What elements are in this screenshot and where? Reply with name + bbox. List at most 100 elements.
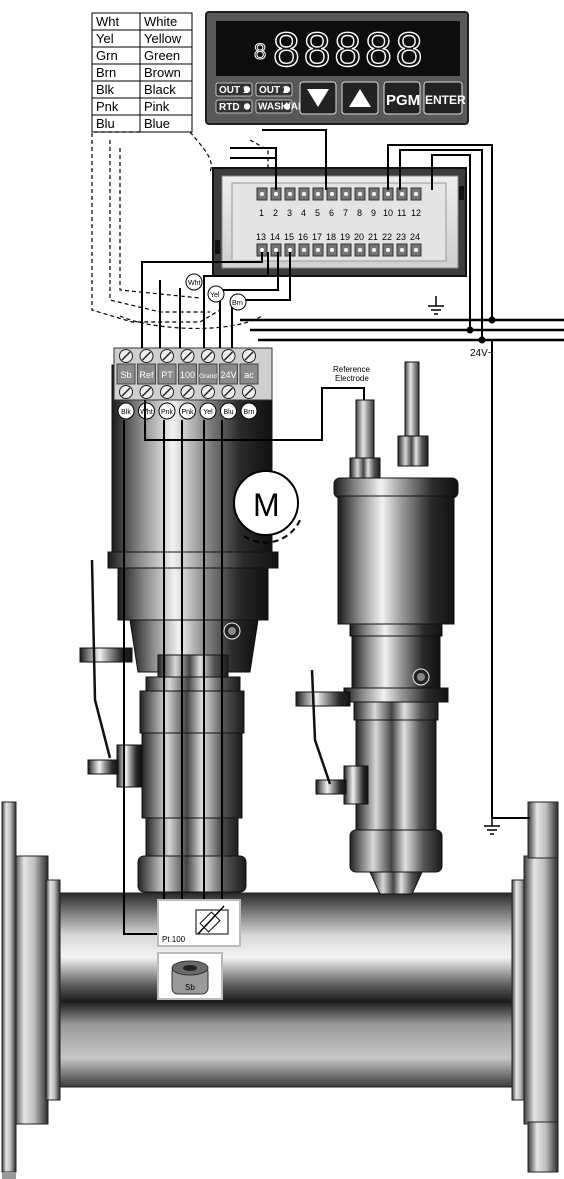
connector-screw-slot [121, 351, 131, 361]
terminal-screw-head [274, 192, 278, 196]
terminal-screw-head [288, 192, 292, 196]
wire-tag-circle [240, 402, 258, 420]
connector-screw-slot [121, 387, 131, 397]
wire-tag-brn: Brn [232, 300, 243, 307]
legend-code: Blu [96, 116, 115, 131]
reference-electrode-label-line2: Electrode [335, 374, 369, 383]
enter-button[interactable]: ENTER [423, 81, 466, 115]
connector-label-plate [157, 363, 177, 385]
right-sensor [295, 361, 459, 895]
terminal-screw-head [260, 248, 264, 252]
upper-wire-tags: Wht Yel Brn [185, 273, 247, 311]
indicator-rtd: RTD [215, 99, 253, 114]
connector-terminal-label: PT [161, 370, 173, 380]
connector-label-plate [219, 363, 238, 385]
wire-tag-label: Pnk [181, 409, 194, 416]
connector-screw-slot [141, 387, 152, 397]
connector-label-plate [198, 363, 218, 385]
terminal-number: 3 [287, 208, 292, 218]
motor-label: M [253, 487, 280, 523]
pt100-label: Pt 100 [162, 935, 186, 944]
indicator-out1: OUT 1 [215, 82, 253, 97]
terminal-number: 7 [343, 208, 348, 218]
wire-tag-label: Yel [203, 409, 213, 416]
terminal-screw-head [358, 192, 362, 196]
indicator-out1-label: OUT 1 [219, 85, 249, 96]
left-sensor [79, 364, 279, 893]
connector-screw-slot [223, 351, 234, 361]
down-button[interactable] [299, 81, 337, 115]
terminal-number: 5 [315, 208, 320, 218]
legend-color-name: Pink [144, 99, 170, 114]
terminal-number: 20 [354, 232, 364, 242]
terminal-screw-head [400, 248, 404, 252]
led-out1-icon [243, 86, 251, 93]
led-out2-icon [283, 86, 291, 93]
wire-tag-circle [179, 402, 196, 420]
terminal-screw-head [358, 248, 362, 252]
connector-terminal-label: 100 [180, 370, 195, 380]
terminal-number: 9 [371, 208, 376, 218]
terminal-number: 16 [298, 232, 308, 242]
terminal-screw-head [344, 248, 348, 252]
terminal-number: 19 [340, 232, 350, 242]
terminal-number: 1 [259, 208, 264, 218]
legend-color-name: Blue [144, 116, 170, 131]
indicator-rtd-label: RTD [219, 102, 240, 113]
wiring [91, 129, 564, 935]
wire-tag-wht: Wht [188, 280, 201, 287]
up-button[interactable] [341, 81, 379, 115]
indicator-out2-label: OUT 2 [259, 85, 289, 96]
terminal-number: 10 [383, 208, 393, 218]
connector-screw-slot [203, 387, 213, 397]
connector-terminal-label: Sb [120, 370, 131, 380]
terminal-screw-head [302, 192, 306, 196]
terminal-screw-head [330, 248, 334, 252]
terminal-number: 17 [312, 232, 322, 242]
terminal-number: 2 [273, 208, 278, 218]
terminal-screw-head [414, 248, 418, 252]
connector-terminal-label: ac [244, 370, 254, 380]
connector-label-plate [116, 363, 136, 385]
indicator-wash: WASH/ALM [255, 99, 312, 114]
wire-tag-label: Pnk [161, 409, 174, 416]
pgm-button[interactable]: PGM [383, 81, 421, 115]
terminal-number: 18 [326, 232, 336, 242]
wire-tag-circle [138, 402, 155, 420]
wire-tag-yel: Yel [210, 292, 220, 299]
terminal-number: 23 [396, 232, 406, 242]
wire-tag-circle [158, 402, 176, 420]
wire-tag-label: Blk [121, 409, 131, 416]
legend-code: Grn [96, 48, 118, 63]
pgm-button-label: PGM [386, 92, 420, 109]
legend-code: Wht [96, 14, 120, 29]
connector-label-plate [178, 363, 197, 385]
led-rtd-icon [243, 103, 251, 110]
terminal-screw-head [372, 192, 376, 196]
supply-label: 24V~ [470, 348, 494, 359]
wire-tag-circle [199, 402, 217, 420]
connector-screw-slot [223, 387, 234, 397]
terminal-number: 4 [301, 208, 306, 218]
connector-screw-slot [141, 351, 152, 361]
connector-terminal-label: Ref [139, 370, 154, 380]
ground-icon [484, 818, 500, 835]
legend-code: Pnk [96, 99, 119, 114]
terminal-number: 13 [256, 232, 266, 242]
connector-screw-slot [162, 351, 172, 361]
terminal-screw-head [400, 192, 404, 196]
legend-color-name: Brown [144, 65, 181, 80]
enter-button-label: ENTER [425, 93, 466, 107]
legend-code: Brn [96, 65, 116, 80]
display-digits: 88888 [273, 24, 426, 77]
terminal-number: 22 [382, 232, 392, 242]
legend-color-name: Green [144, 48, 180, 63]
terminal-screw-head [344, 192, 348, 196]
motor-symbol: M [233, 470, 301, 544]
wire-tag-circle [117, 402, 135, 420]
led-wash-icon [283, 103, 291, 110]
meter-panel: 8 88888 OUT 1 OUT 2 RTD WASH/ALM [205, 11, 469, 125]
